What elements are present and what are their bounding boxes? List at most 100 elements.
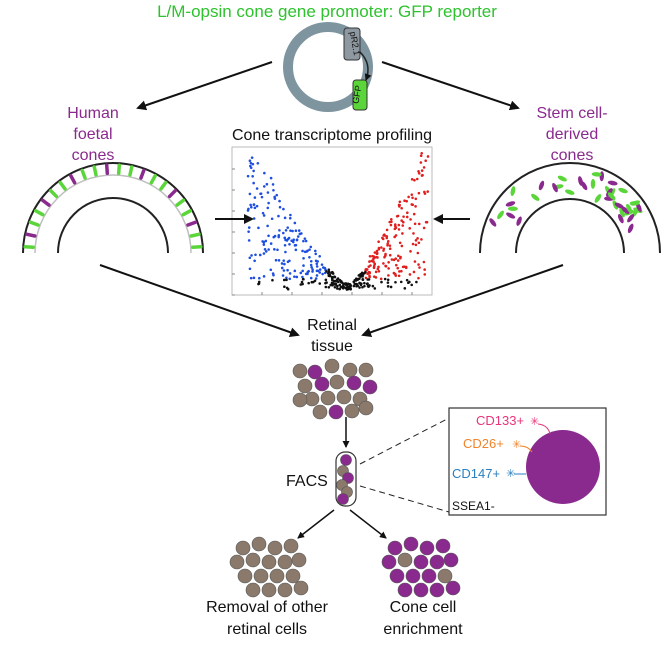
volcano-point [281, 274, 285, 277]
cone-cell [387, 540, 403, 556]
cone-cell [419, 540, 435, 556]
cone-cell [307, 364, 323, 380]
volcano-point [390, 218, 393, 221]
volcano-point [250, 254, 253, 257]
volcano-point [375, 249, 379, 253]
volcano-point [368, 270, 371, 274]
volcano-point [334, 283, 337, 286]
marker-cd133: CD133+ [476, 413, 524, 428]
volcano-point [338, 287, 341, 291]
volcano-plot [231, 146, 433, 296]
volcano-point [418, 266, 421, 269]
volcano-point [416, 251, 420, 255]
volcano-point [401, 265, 405, 269]
volcano-point [361, 285, 364, 289]
volcano-point [386, 239, 390, 243]
bottom-left-line2: retinal cells [227, 621, 307, 638]
volcano-point [277, 259, 281, 262]
other-cell [267, 540, 283, 556]
volcano-point [294, 248, 298, 252]
volcano-point [363, 284, 366, 288]
volcano-point [303, 237, 307, 240]
retina-lens-arc-right [515, 198, 625, 254]
marker-inset: CD133+ CD26+ CD147+ ✳ ✳ ✳ SSEA1- [448, 407, 607, 516]
volcano-point [426, 190, 430, 193]
volcano-point [373, 262, 376, 265]
volcano-point [250, 205, 253, 209]
volcano-point [419, 161, 423, 164]
volcano-point [373, 251, 377, 254]
gfp-cone-cell [497, 210, 504, 220]
volcano-point [422, 166, 426, 169]
volcano-point [389, 223, 393, 227]
cone-cell [445, 580, 461, 596]
volcano-point [278, 199, 281, 203]
volcano-point [417, 276, 420, 280]
volcano-point [277, 235, 280, 239]
volcano-point [410, 193, 414, 196]
volcano-point [339, 285, 343, 289]
volcano-point [420, 169, 424, 172]
arrow-right-to-tissue [361, 264, 564, 338]
volcano-point [283, 236, 287, 240]
volcano-point [314, 252, 318, 256]
volcano-point [283, 243, 287, 247]
volcano-point [386, 278, 390, 282]
zoom-line-bottom [359, 485, 450, 513]
volcano-point [395, 214, 399, 218]
volcano-point [412, 232, 415, 235]
volcano-point [380, 246, 383, 249]
volcano-point [308, 255, 311, 259]
volcano-point [423, 190, 426, 194]
volcano-point [358, 282, 362, 285]
cone-cell [489, 218, 497, 227]
volcano-point [246, 209, 250, 212]
gfp-cone-mark [116, 163, 122, 175]
label-stem-cell: Stem cell- [536, 105, 607, 122]
volcano-point [380, 280, 383, 284]
volcano-point [256, 161, 260, 165]
volcano-point [315, 262, 319, 266]
volcano-point [296, 235, 300, 238]
volcano-point [276, 248, 279, 252]
volcano-point [393, 235, 396, 239]
other-cell [320, 390, 336, 406]
volcano-point [301, 269, 304, 273]
antibody-symbol-cd147: ✳ [506, 468, 515, 480]
volcano-point [387, 260, 390, 264]
other-cell [245, 582, 261, 598]
cone-mark [167, 189, 177, 199]
label-human: Human [67, 105, 119, 122]
volcano-point [398, 205, 401, 208]
volcano-point [259, 192, 262, 196]
volcano-point [271, 278, 274, 282]
volcano-point [364, 270, 367, 274]
volcano-point [265, 182, 269, 186]
volcano-point [393, 223, 397, 226]
volcano-point [400, 206, 403, 210]
volcano-point [341, 286, 345, 290]
volcano-point [334, 279, 338, 283]
volcano-point [336, 287, 339, 290]
volcano-point [291, 240, 295, 244]
volcano-point [257, 280, 261, 284]
gfp-cone-mark [28, 220, 40, 227]
volcano-point [252, 276, 256, 280]
volcano-point [368, 254, 372, 258]
volcano-point [375, 252, 379, 256]
volcano-point [415, 177, 419, 181]
volcano-point [411, 203, 415, 207]
volcano-point [338, 283, 342, 287]
cone-cell [505, 201, 516, 207]
volcano-point [266, 191, 270, 194]
volcano-point [251, 162, 255, 166]
other-cell [292, 363, 308, 379]
volcano-point [286, 226, 290, 229]
volcano-point [405, 215, 409, 219]
cone-cell [405, 568, 421, 584]
volcano-point [282, 207, 285, 211]
volcano-point [382, 234, 385, 237]
volcano-point [366, 284, 370, 288]
volcano-point [301, 277, 305, 281]
other-cell [285, 568, 301, 584]
